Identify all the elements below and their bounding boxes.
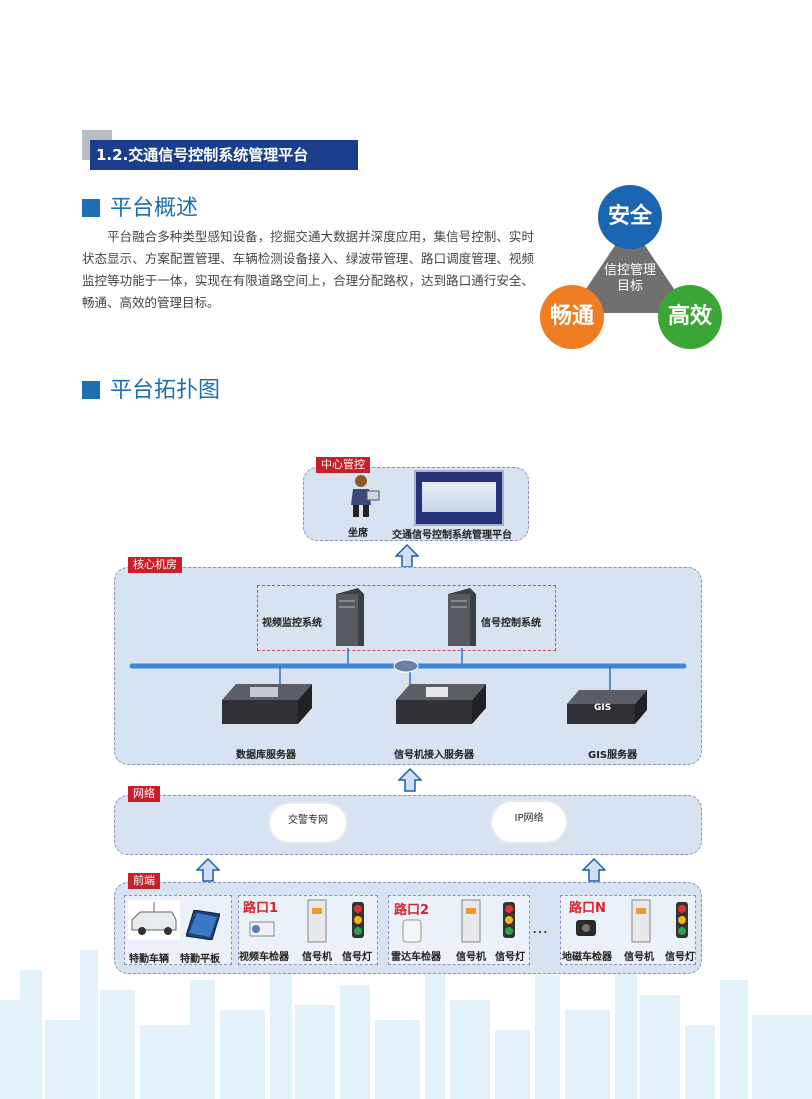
intersection-2-light: 信号灯 xyxy=(495,952,525,963)
duty-vehicle-icon xyxy=(128,900,180,940)
magnetic-detector-icon xyxy=(576,920,596,936)
signal-controller-icon xyxy=(307,899,327,943)
up-arrow-icon xyxy=(582,858,606,882)
signal-system-label: 信号控制系统 xyxy=(481,618,541,629)
core-layer-tag: 核心机房 xyxy=(128,557,182,573)
database-server-icon xyxy=(222,684,312,724)
duty-tablet-icon xyxy=(186,910,220,940)
intersection-n-controller: 信号机 xyxy=(624,952,654,963)
signal-access-server-icon xyxy=(396,684,486,724)
signal-controller-icon xyxy=(631,899,651,943)
ip-net-cloud: IP网络 xyxy=(492,802,566,842)
topology-heading: 平台拓扑图 xyxy=(82,372,220,404)
intersection-n-name: 路口N xyxy=(569,901,606,916)
signal-controller-icon xyxy=(461,899,481,943)
seat-label: 坐席 xyxy=(348,528,368,539)
heading-square-icon xyxy=(82,199,100,217)
intersection-n-detector: 地磁车检器 xyxy=(562,952,612,963)
goals-center-line1: 信控管理 xyxy=(603,263,656,278)
topology-heading-text: 平台拓扑图 xyxy=(110,378,221,403)
intersection-2-name: 路口2 xyxy=(394,903,430,918)
intersection-1-light: 信号灯 xyxy=(342,952,372,963)
db-server-label: 数据库服务器 xyxy=(236,750,296,761)
signal-access-server-label: 信号机接入服务器 xyxy=(394,750,474,761)
intersection-n-light: 信号灯 xyxy=(665,952,695,963)
goals-center-line2: 目标 xyxy=(616,279,643,294)
network-layer xyxy=(114,795,702,855)
gis-server-label: GIS服务器 xyxy=(588,750,638,761)
radar-detector-icon xyxy=(402,919,422,943)
goal-efficient: 高效 xyxy=(658,285,722,349)
signal-server-tower-icon xyxy=(448,588,476,646)
overview-heading: 平台概述 xyxy=(82,190,198,222)
gis-server-text: GIS xyxy=(594,703,612,713)
goals-triangle xyxy=(570,223,690,313)
up-arrow-icon xyxy=(196,858,220,882)
traffic-light-icon xyxy=(676,902,688,938)
network-layer-tag: 网络 xyxy=(128,786,160,802)
intersection-2-controller: 信号机 xyxy=(456,952,486,963)
city-skyline-background xyxy=(0,950,812,1099)
platform-screen-content xyxy=(422,482,496,512)
overview-heading-text: 平台概述 xyxy=(110,196,199,221)
intersection-1-name: 路口1 xyxy=(243,901,279,916)
goals-center-label: 信控管理 目标 xyxy=(595,263,665,295)
intersection-1-detector: 视频车检器 xyxy=(239,952,289,963)
duty-vehicle-label: 特勤车辆 xyxy=(129,954,169,965)
goal-smooth: 畅通 xyxy=(540,285,604,349)
intersection-2-detector: 雷达车检器 xyxy=(391,952,441,963)
intersection-1-controller: 信号机 xyxy=(302,952,332,963)
center-layer-tag: 中心管控 xyxy=(316,457,370,473)
gis-server-icon xyxy=(567,690,647,724)
heading-square-icon xyxy=(82,381,100,399)
traffic-light-icon xyxy=(503,902,515,938)
up-arrow-icon xyxy=(395,544,419,568)
goals-graphic: 信控管理 目标 安全 畅通 高效 xyxy=(540,185,722,350)
overview-text: 平台融合多种类型感知设备，挖掘交通大数据并深度应用，集信号控制、实时状态显示、方… xyxy=(82,229,534,310)
systems-group xyxy=(257,585,556,651)
up-arrow-icon xyxy=(398,768,422,792)
front-layer-tag: 前端 xyxy=(128,873,160,889)
police-net-cloud: 交警专网 xyxy=(270,804,346,842)
platform-screenshot xyxy=(414,470,504,526)
platform-label: 交通信号控制系统管理平台 xyxy=(392,530,512,541)
section-title: 1.2.交通信号控制系统管理平台 xyxy=(90,140,358,170)
video-system-label: 视频监控系统 xyxy=(262,618,322,629)
video-server-tower-icon xyxy=(336,588,364,646)
goal-safety: 安全 xyxy=(598,185,662,249)
more-intersections-ellipsis: … xyxy=(532,918,548,937)
traffic-light-icon xyxy=(352,902,364,938)
operator-seat-icon xyxy=(351,475,380,517)
video-detector-icon xyxy=(249,921,275,937)
duty-tablet-label: 特勤平板 xyxy=(180,954,220,965)
